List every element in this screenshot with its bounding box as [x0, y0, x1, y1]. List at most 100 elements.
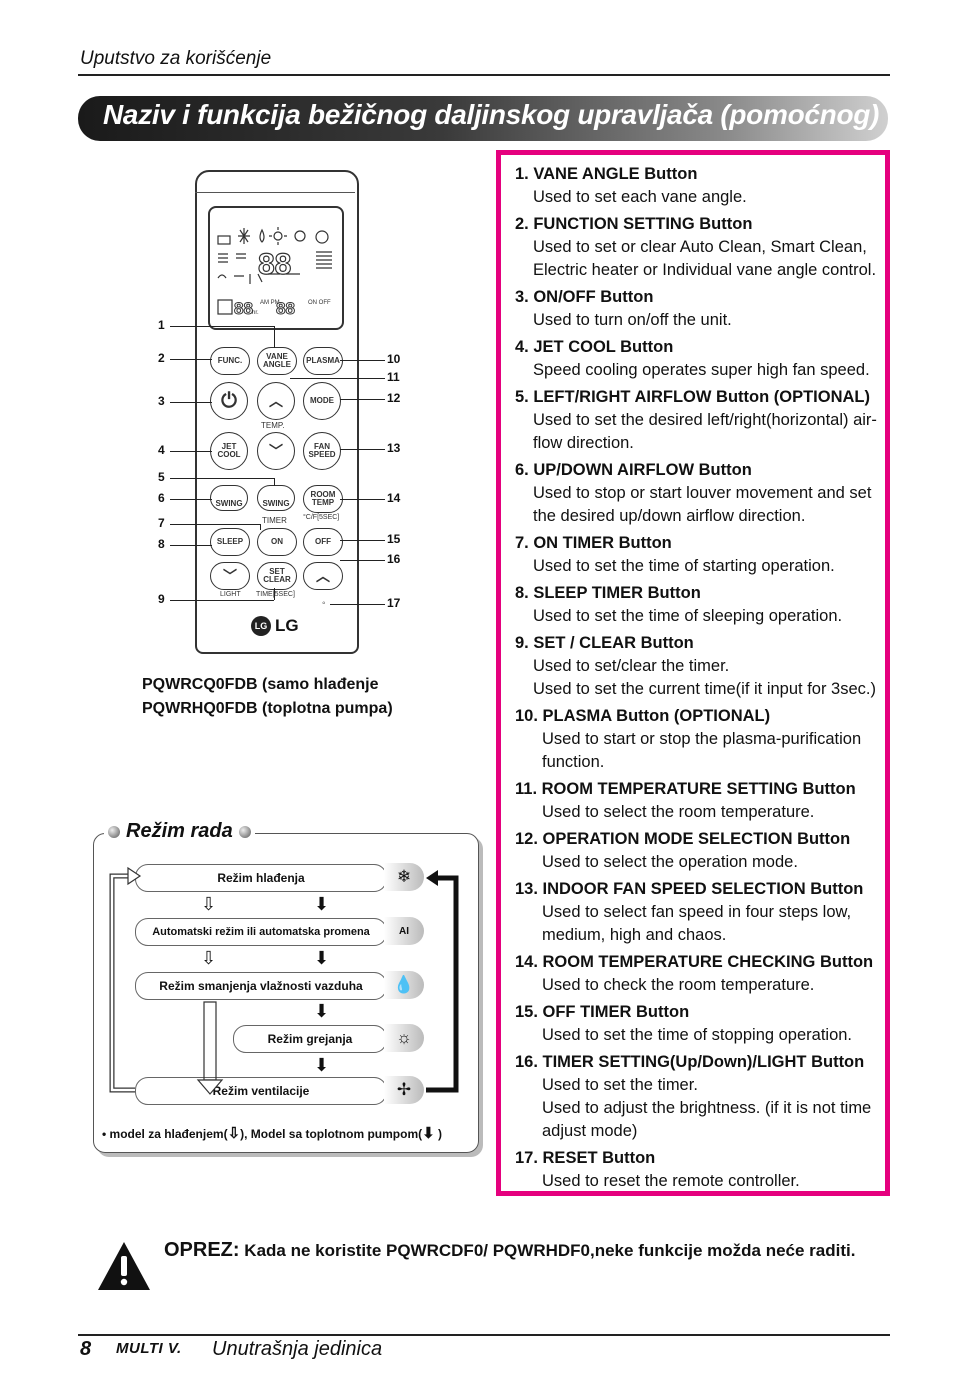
- snowflake-icon: ❄: [384, 863, 424, 891]
- timer-up-button[interactable]: ︿: [303, 562, 343, 590]
- bullet-dot-icon: [238, 825, 251, 838]
- description-line: Used to set the desired left/right(horiz…: [533, 411, 877, 429]
- power-button[interactable]: ⏻: [210, 382, 248, 420]
- vane-angle-button[interactable]: VANE ANGLE: [257, 347, 297, 375]
- sun-icon: ☼: [384, 1024, 424, 1052]
- model-code: PQWRCQ0FDB: [142, 676, 258, 693]
- description-title: 6. UP/DOWN AIRFLOW Button: [515, 461, 752, 479]
- sleep-button[interactable]: SLEEP: [210, 528, 250, 556]
- description-title: 10. PLASMA Button (OPTIONAL): [515, 707, 771, 725]
- model-desc: (samo hlađenje: [257, 676, 379, 693]
- mode-dehumidify: Režim smanjenja vlažnosti vazduha: [135, 972, 387, 1000]
- title-bar: [78, 96, 888, 141]
- chevron-down-icon: ﹀: [269, 443, 283, 459]
- description-line: Used to start or stop the plasma-purific…: [542, 730, 862, 748]
- temp-label: TEMP.: [261, 421, 285, 430]
- temp-up-button[interactable]: ︿: [257, 382, 295, 420]
- on-timer-button[interactable]: ON: [257, 528, 297, 556]
- description-line: Used to set the timer.: [542, 1076, 698, 1094]
- fan-icon: ✢: [384, 1076, 424, 1104]
- lcd-ampm: AM PM: [260, 300, 280, 306]
- auto-ai-icon: AI: [384, 917, 424, 945]
- remote-top-cap: [195, 170, 355, 193]
- description-item: 10. PLASMA Button (OPTIONAL) Used to star…: [515, 705, 875, 774]
- mode-button[interactable]: MODE: [303, 382, 341, 420]
- arrow-down-solid-icon: ⬇: [314, 1001, 330, 1021]
- callout-15: 15: [387, 532, 401, 546]
- arrow-down-outline-icon: ⇩: [201, 894, 217, 914]
- arrow-down-outline-icon: ⇩: [227, 1125, 241, 1142]
- arrow-down-outline-icon: ⇩: [201, 948, 217, 968]
- fan-speed-button[interactable]: FAN SPEED: [303, 432, 341, 470]
- description-line: Used to set the time of stopping operati…: [542, 1026, 853, 1044]
- description-line: adjust mode): [542, 1122, 638, 1140]
- off-timer-button[interactable]: OFF: [303, 528, 343, 556]
- remote-illustration: 88 88 88 hr. AM PM ON OFF FUNC. VANE ANG…: [150, 160, 410, 660]
- lcd-hr: hr.: [252, 310, 259, 316]
- description-line: Electric heater or Individual vane angle…: [533, 261, 877, 279]
- header-section: Uputstvo za korišćenje: [80, 48, 272, 69]
- plasma-button[interactable]: PLASMA: [303, 347, 343, 375]
- caution-label: OPREZ:: [164, 1239, 240, 1261]
- description-line: the desired up/down airflow direction.: [533, 507, 806, 525]
- description-line: medium, high and chaos.: [542, 926, 727, 944]
- timer-down-button[interactable]: ﹀: [210, 562, 250, 590]
- mode-note-a: • model za hlađenjem(: [102, 1127, 228, 1141]
- description-line: Used to set the time of starting operati…: [533, 557, 835, 575]
- caution-text: OPREZ: Kada ne koristite PQWRCDF0/ PQWRH…: [164, 1238, 884, 1263]
- description-title: 1. VANE ANGLE Button: [515, 165, 698, 183]
- description-title: 8. SLEEP TIMER Button: [515, 584, 701, 602]
- description-item: 3. ON/OFF Button Used to turn on/off the…: [515, 286, 875, 332]
- timer-label: TIMER: [262, 516, 287, 525]
- lcd-digits: 88: [258, 248, 291, 281]
- mode-note: • model za hlađenjem(⇩), Model sa toplot…: [102, 1124, 442, 1142]
- footer-text: Unutrašnja jedinica: [212, 1338, 383, 1360]
- callout-10: 10: [387, 352, 401, 366]
- description-line: flow direction.: [533, 434, 634, 452]
- lg-circle-icon: LG: [251, 616, 271, 636]
- reset-button[interactable]: ◦: [322, 598, 326, 609]
- description-title: 9. SET / CLEAR Button: [515, 634, 694, 652]
- mode-note-c: ): [434, 1127, 443, 1141]
- temp-down-button[interactable]: ﹀: [257, 432, 295, 470]
- description-line: Used to set/clear the timer.: [533, 657, 730, 675]
- set-clear-button[interactable]: SET CLEAR: [257, 562, 297, 590]
- callout-12: 12: [387, 391, 401, 405]
- description-title: 3. ON/OFF Button: [515, 288, 654, 306]
- callout-14: 14: [387, 491, 401, 505]
- power-icon: ⏻: [221, 390, 237, 412]
- swing-horizontal-button[interactable]: SWING: [210, 485, 248, 511]
- brand-logo: MULTI V.: [116, 1340, 182, 1357]
- time-label: TIME[5SEC]: [256, 591, 295, 598]
- jet-cool-button[interactable]: JET COOL: [210, 432, 248, 470]
- arrow-down-solid-icon: ⬇: [314, 894, 330, 914]
- description-title: 4. JET COOL Button: [515, 338, 674, 356]
- description-line: Speed cooling operates super high fan sp…: [533, 361, 870, 379]
- swing-vertical-button[interactable]: SWING: [257, 485, 295, 511]
- room-temp-button[interactable]: ROOM TEMP: [303, 485, 343, 513]
- description-title: 12. OPERATION MODE SELECTION Button: [515, 830, 851, 848]
- description-title: 7. ON TIMER Button: [515, 534, 672, 552]
- callout-1: 1: [158, 318, 165, 332]
- description-line: Used to turn on/off the unit.: [533, 311, 732, 329]
- footer-rule: [78, 1334, 890, 1336]
- lcd-timer-digits-2: 88: [276, 299, 295, 318]
- callout-2: 2: [158, 351, 165, 365]
- description-line: Used to adjust the brightness. (if it is…: [542, 1099, 872, 1117]
- description-title: 17. RESET Button: [515, 1149, 656, 1167]
- description-line: Used to set the time of sleeping operati…: [533, 607, 843, 625]
- callout-6: 6: [158, 491, 165, 505]
- bullet-dot-icon: [108, 825, 120, 838]
- arrow-down-solid-icon: ⬇: [314, 948, 330, 968]
- func-button[interactable]: FUNC.: [210, 347, 250, 375]
- description-line: Used to check the room temperature.: [542, 976, 815, 994]
- model-line-1: PQWRCQ0FDB (samo hlađenje: [142, 676, 378, 694]
- lcd-onoff: ON OFF: [308, 300, 331, 306]
- arrow-down-solid-icon: ⬇: [314, 1055, 330, 1075]
